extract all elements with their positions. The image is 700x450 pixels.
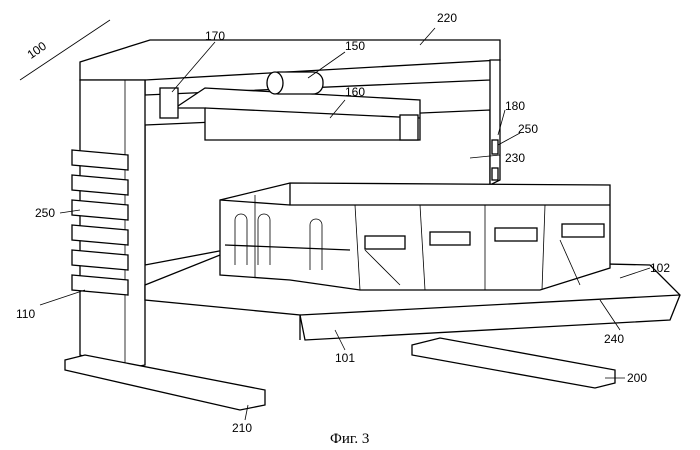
label-180: 180: [505, 99, 525, 113]
label-250-right: 250: [518, 122, 538, 136]
label-210: 210: [232, 421, 252, 435]
label-220: 220: [437, 11, 457, 25]
right-post: [490, 60, 500, 185]
left-foot: [65, 355, 265, 410]
label-200: 200: [627, 371, 647, 385]
label-160: 160: [345, 85, 365, 99]
left-post: [80, 80, 145, 370]
label-101: 101: [335, 351, 355, 365]
label-110: 110: [16, 307, 35, 321]
figure-caption: Фиг. 3: [330, 431, 369, 447]
label-250-left: 250: [35, 206, 55, 220]
label-102: 102: [650, 261, 670, 275]
label-240: 240: [604, 332, 624, 346]
label-150: 150: [345, 39, 365, 53]
label-170: 170: [205, 29, 225, 43]
right-foot: [412, 338, 615, 388]
label-230: 230: [505, 151, 525, 165]
label-100: 100: [25, 39, 50, 62]
crate: [220, 183, 610, 290]
motor: [267, 72, 323, 94]
rail: [175, 88, 420, 140]
bracket: [160, 88, 178, 118]
